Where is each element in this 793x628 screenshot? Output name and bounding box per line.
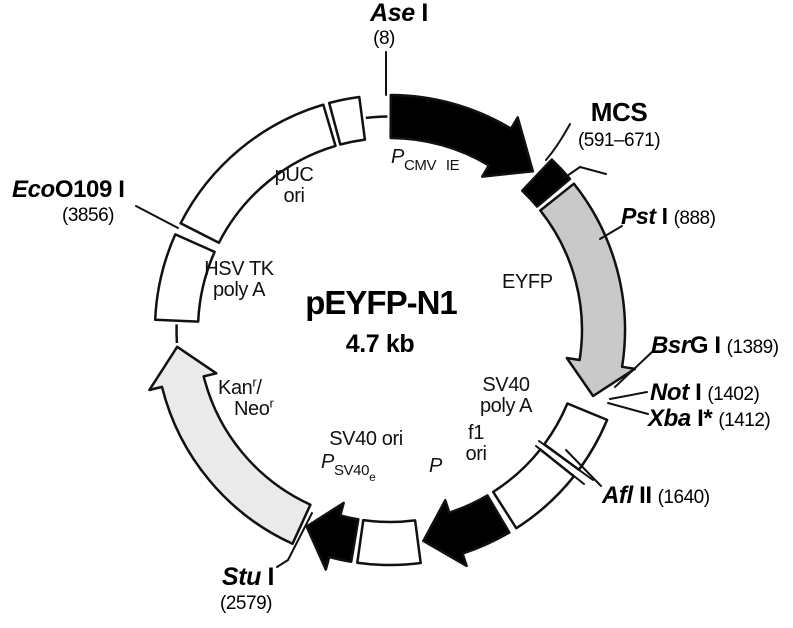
f1-ori-segment [491, 448, 576, 530]
stu-leader [276, 512, 313, 568]
neo-sup: r [269, 395, 274, 411]
puc-ori-line1: pUC [274, 164, 314, 186]
mcs-label: MCS [590, 97, 648, 127]
sv40e-p: P [321, 451, 334, 473]
xba-leader [607, 402, 649, 415]
connector-top [365, 115, 388, 120]
xba-name-italic: Xba [648, 405, 691, 432]
eco-name-rest: O109 I [54, 176, 125, 203]
leader-lines [135, 51, 653, 568]
mcs-coord: (591–671) [577, 130, 661, 151]
sv40-ori-label: SV40 ori [329, 428, 403, 450]
pcmv-arrow [389, 93, 535, 178]
mcs-leader-right [563, 165, 607, 179]
afl-name-rest: II [632, 482, 652, 509]
plasmid-size: 4.7 kb [345, 330, 415, 358]
p1-promoter-label: P [429, 455, 442, 477]
puc-ori-line2: ori [283, 185, 305, 207]
eyfp-arrow [539, 182, 637, 398]
xba-coord: (1412) [718, 410, 771, 431]
not-name-rest: I [688, 379, 702, 406]
sv40-polya-line2: poly A [479, 395, 533, 417]
kan-neo-arrow [148, 345, 312, 546]
stu-site-label: Stu I [221, 563, 275, 591]
hsv-tk-line1: HSV TK [204, 258, 274, 280]
stu-name-rest: I [260, 563, 275, 591]
afl-name-italic: Afl [602, 482, 633, 509]
neo-text: Neo [234, 398, 270, 420]
not-name-italic: Not [650, 379, 689, 406]
not-leader [609, 391, 648, 400]
pcmv-promoter-label: PCMV IE [391, 146, 460, 174]
ase-site-label: Ase I [370, 0, 428, 26]
pst-leader [599, 225, 623, 240]
puc-ori-label: pUC ori [275, 165, 314, 207]
f1-ori-label: f1 ori [465, 423, 486, 465]
mcs-leader-left [545, 123, 571, 161]
afl-junction-line-1 [538, 440, 594, 481]
not-coord: (1402) [707, 384, 760, 405]
bsrg-name-rest: G I [689, 332, 721, 359]
xba-name-rest: I* [690, 405, 713, 432]
stu-coord: (2579) [220, 593, 272, 614]
pst-coord: (888) [673, 208, 716, 229]
bsrg-coord: (1389) [726, 337, 779, 358]
eco-site-label: EcoO109 I [12, 176, 125, 203]
sv40e-sub: SV40 [333, 462, 370, 479]
sv40e-promoter-label: PSV40e [321, 451, 376, 484]
ase-coord: (8) [373, 28, 395, 49]
pst-site-label: Pst I(888) [621, 203, 716, 229]
eco-leader [135, 205, 179, 229]
afl-leader [565, 449, 602, 487]
top-small-segment [327, 95, 367, 146]
eco-name-italic: Eco [12, 176, 55, 203]
p-arrow-2 [305, 501, 360, 571]
kan-neo-label: Kanr/ Neor [218, 375, 274, 420]
bsrg-site-label: BsrG I(1389) [651, 333, 779, 358]
kan-line: Kanr/ [218, 375, 273, 399]
stu-name-italic: Stu [221, 563, 261, 591]
ase-name-italic: Ase [370, 0, 415, 27]
neo-line: Neor [218, 396, 274, 420]
pcmv-sub: CMV IE [403, 157, 460, 174]
p-arrow-1 [422, 494, 511, 568]
eyfp-label: EYFP [502, 271, 553, 293]
kan-slash: / [256, 377, 262, 399]
sv40-polya-label: SV40 poly A [480, 375, 532, 417]
f1-ori-line1: f1 [468, 422, 484, 444]
ase-name-rest: I [414, 0, 428, 27]
afl-junction-line-2 [535, 445, 585, 485]
afl-site-label: Afl II(1640) [602, 483, 710, 508]
plasmid-title: pEYFP-N1 [305, 284, 458, 321]
bsrg-leader [614, 351, 653, 388]
pcmv-p: P [391, 146, 404, 168]
not-site-label: Not I(1402) [650, 379, 760, 406]
sv40-ori-segment [356, 518, 422, 567]
kan-text: Kan [218, 377, 253, 399]
afl-coord: (1640) [657, 487, 710, 508]
puc-ori-segment [179, 103, 337, 245]
pst-name-rest: I [655, 203, 668, 229]
sv40e-sub2: e [369, 470, 376, 484]
plasmid-segments [148, 93, 637, 571]
bsrg-name-italic: Bsr [651, 332, 690, 359]
hsv-tk-polya-label: HSV TK poly A [204, 258, 274, 301]
hsv-tk-segment [153, 233, 216, 323]
pst-name-italic: Pst [621, 203, 656, 229]
xba-site-label: Xba I*(1412) [648, 405, 771, 432]
f1-ori-line2: ori [465, 443, 487, 465]
hsv-tk-line2: poly A [212, 279, 266, 301]
mcs-segment [520, 158, 572, 208]
kan-sup: r [252, 374, 257, 390]
eco-coord: (3856) [62, 205, 114, 226]
sv40-polya-line1: SV40 [482, 374, 530, 396]
